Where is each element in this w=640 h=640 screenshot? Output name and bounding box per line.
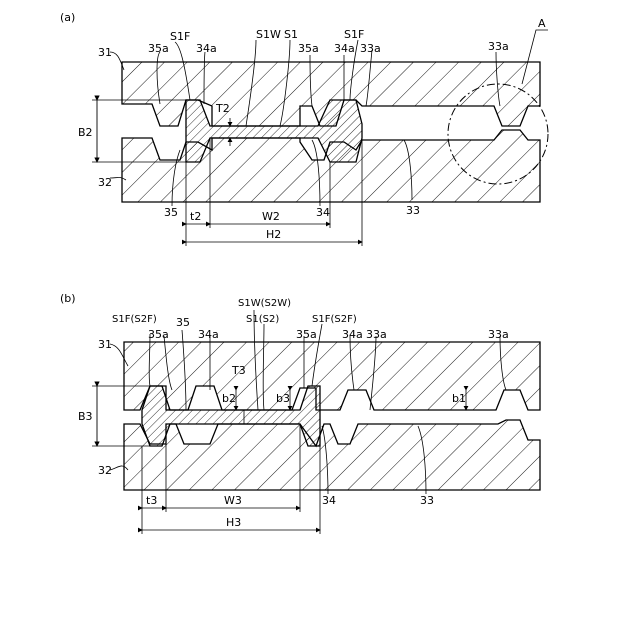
label-34a-left-b: 34a: [198, 328, 219, 341]
label-t2-a: t2: [190, 210, 201, 223]
label-W3-b: W3: [224, 494, 242, 507]
label-b3-b: b3: [276, 392, 290, 405]
label-t3-b: t3: [146, 494, 157, 507]
panel-a-title: (a): [60, 11, 75, 24]
label-31-a: 31: [98, 46, 112, 59]
label-T3-b: T3: [231, 364, 246, 377]
label-s1w-s2w-b: S1W(S2W): [238, 298, 291, 309]
lower-member-32-b: [124, 420, 540, 490]
label-B3-b: B3: [78, 410, 93, 423]
label-33a-1-b: 33a: [366, 328, 387, 341]
label-33a-2-a: 33a: [488, 40, 509, 53]
label-32-a: 32: [98, 176, 112, 189]
label-B2-a: B2: [78, 126, 93, 139]
label-33a-1-a: 33a: [360, 42, 381, 55]
label-35a-left-b: 35a: [148, 328, 169, 341]
label-33a-2-b: 33a: [488, 328, 509, 341]
label-s1-s2-b: S1(S2): [246, 314, 279, 325]
label-32-b: 32: [98, 464, 112, 477]
label-34-a: 34: [316, 206, 330, 219]
label-T2-a: T2: [215, 102, 230, 115]
upper-member-31-b: [124, 342, 540, 410]
panel-a: (a): [60, 11, 548, 246]
label-b2-b: b2: [222, 392, 236, 405]
label-35a-a: 35a: [148, 42, 169, 55]
panel-b-title: (b): [60, 292, 76, 305]
label-34a-mid-b: 34a: [342, 328, 363, 341]
label-35a-mid-a: 35a: [298, 42, 319, 55]
label-35-b: 35: [176, 316, 190, 329]
label-A-a: A: [538, 17, 546, 30]
label-35-a: 35: [164, 206, 178, 219]
label-s1f-right-a: S1F: [344, 28, 364, 41]
label-W2-a: W2: [262, 210, 280, 223]
label-33-a: 33: [406, 204, 420, 217]
label-33-b: 33: [420, 494, 434, 507]
label-s1-a: S1: [284, 28, 298, 41]
label-34-b: 34: [322, 494, 336, 507]
label-H2-a: H2: [266, 228, 281, 241]
label-s1w-a: S1W: [256, 28, 281, 41]
label-b1-b: b1: [452, 392, 466, 405]
label-s1f-s2f-left-b: S1F(S2F): [112, 314, 157, 325]
label-34a-mid-a: 34a: [334, 42, 355, 55]
label-31-b: 31: [98, 338, 112, 351]
label-34a-left-a: 34a: [196, 42, 217, 55]
label-s1f-left-a: S1F: [170, 30, 190, 43]
label-H3-b: H3: [226, 516, 241, 529]
label-s1f-s2f-right-b: S1F(S2F): [312, 314, 357, 325]
panel-b: (b): [60, 292, 540, 534]
label-35a-mid-b: 35a: [296, 328, 317, 341]
